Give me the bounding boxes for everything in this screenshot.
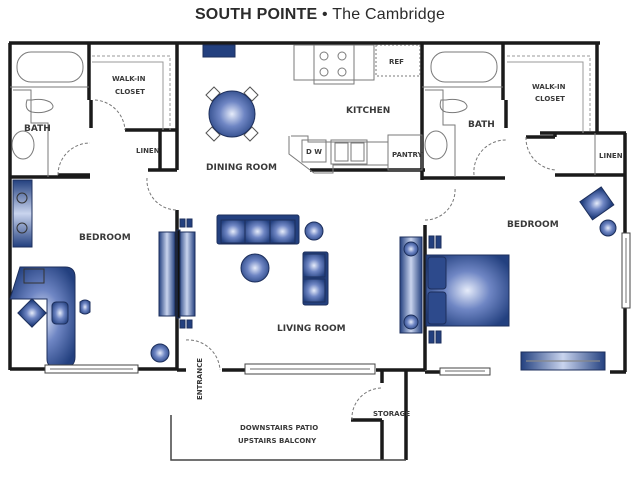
community-name: SOUTH POINTE	[194, 6, 318, 23]
label-closet-right-1: WALK-IN	[532, 83, 566, 91]
label-bedroom-right: BEDROOM	[507, 220, 559, 230]
label-kitchen: KITCHEN	[346, 106, 390, 116]
label-closet-left-1: WALK-IN	[112, 75, 146, 83]
label-patio: DOWNSTAIRS PATIO	[240, 424, 318, 432]
label-bath-right: BATH	[468, 120, 495, 130]
kitchen-fixtures	[288, 44, 423, 174]
label-dining-room: DINING ROOM	[206, 163, 277, 173]
label-ref: REF	[389, 58, 404, 66]
label-pantry: PANTRY	[392, 151, 424, 159]
plan-name: The Cambridge	[332, 6, 446, 23]
bath-fixtures-right	[422, 51, 596, 177]
bath-fixtures-left	[10, 51, 89, 177]
door-swings	[57, 99, 557, 421]
label-bath-left: BATH	[24, 124, 51, 134]
label-storage: STORAGE	[373, 410, 410, 418]
furniture	[9, 44, 617, 371]
plan-title: SOUTH POINTE • The Cambridge	[0, 6, 640, 24]
label-linen-right: LINEN	[599, 152, 623, 160]
label-linen-left: LINEN	[136, 147, 160, 155]
label-closet-right-2: CLOSET	[535, 95, 565, 103]
label-closet-left-2: CLOSET	[115, 88, 145, 96]
label-living-room: LIVING ROOM	[277, 324, 346, 334]
dining-table	[205, 86, 259, 142]
label-entrance: ENTRANCE	[196, 358, 204, 400]
label-dishwasher: D W	[306, 148, 322, 156]
patio-outline	[170, 415, 406, 461]
title-separator: •	[322, 6, 328, 23]
label-balcony: UPSTAIRS BALCONY	[238, 437, 317, 445]
label-bedroom-left: BEDROOM	[79, 233, 131, 243]
